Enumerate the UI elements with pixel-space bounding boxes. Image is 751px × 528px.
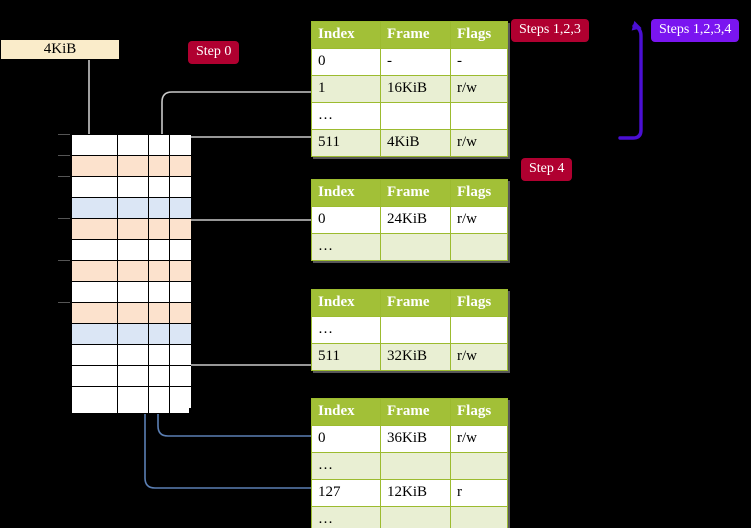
table-cell: r/w [450, 425, 508, 453]
table-row[interactable]: … [311, 506, 508, 528]
memory-grid-separator [117, 134, 118, 414]
table-cell [380, 506, 451, 528]
memory-frame-row [72, 198, 191, 219]
column-header: Flags [450, 289, 508, 317]
memory-grid-separator [148, 134, 149, 414]
table-cell: 1 [311, 75, 381, 103]
memory-frame-row [72, 219, 191, 240]
badge-step-0: Step 0 [188, 41, 240, 64]
table-cell: - [450, 48, 508, 76]
bracket-steps-1234 [618, 20, 643, 140]
memory-row-tick [58, 176, 70, 177]
column-header: Flags [450, 21, 508, 49]
wire-table1-to-memory [176, 219, 311, 257]
table-cell: 32KiB [380, 343, 451, 371]
column-header: Frame [380, 289, 451, 317]
memory-frame-row [72, 345, 191, 366]
memory-row-tick [58, 302, 70, 303]
memory-frame-row [72, 303, 191, 324]
table-cell [380, 452, 451, 480]
table-cell: r [450, 479, 508, 507]
column-header: Flags [450, 398, 508, 426]
table-cell: 0 [311, 48, 381, 76]
memory-frame-row [72, 177, 191, 198]
table-cell [450, 102, 508, 130]
column-header: Frame [380, 179, 451, 207]
badge-steps-123: Steps 1,2,3 [511, 19, 589, 42]
table-cell: 127 [311, 479, 381, 507]
table-cell: 0 [311, 425, 381, 453]
column-header: Index [311, 179, 381, 207]
table-cell [450, 316, 508, 344]
memory-frame-row [72, 282, 191, 303]
memory-frame-row [72, 324, 191, 345]
table-row[interactable]: … [311, 452, 508, 480]
table-cell: … [311, 316, 381, 344]
memory-size-label: 4KiB [0, 39, 120, 60]
table-row[interactable]: … [311, 233, 508, 261]
table-cell: 36KiB [380, 425, 451, 453]
table-cell: r/w [450, 129, 508, 157]
table-cell [380, 233, 451, 261]
table-cell: 4KiB [380, 129, 451, 157]
table-cell: … [311, 506, 381, 528]
table-cell [450, 452, 508, 480]
memory-row-tick [58, 134, 70, 135]
badge-step-4: Step 4 [521, 158, 573, 181]
memory-frame-row [72, 387, 191, 408]
table-cell: r/w [450, 343, 508, 371]
table-cell [450, 506, 508, 528]
table-cell: … [311, 233, 381, 261]
memory-row-tick [58, 260, 70, 261]
table-cell: 12KiB [380, 479, 451, 507]
memory-grid-separator [169, 134, 170, 414]
table-cell [380, 102, 451, 130]
column-header: Index [311, 398, 381, 426]
table-cell: 24KiB [380, 206, 451, 234]
column-header: Flags [450, 179, 508, 207]
physical-memory-grid [71, 134, 191, 414]
memory-frame-row [72, 366, 191, 387]
table-cell: 0 [311, 206, 381, 234]
table-row[interactable]: 0-- [311, 48, 508, 76]
column-header: Frame [380, 398, 451, 426]
memory-row-tick [58, 155, 70, 156]
table-row[interactable]: … [311, 316, 508, 344]
memory-row-tick [58, 218, 70, 219]
table-cell: … [311, 102, 381, 130]
memory-frame-row [72, 240, 191, 261]
table-cell: … [311, 452, 381, 480]
memory-frame-row [72, 156, 191, 177]
table-row[interactable]: … [311, 102, 508, 130]
column-header: Frame [380, 21, 451, 49]
table-cell [380, 316, 451, 344]
memory-frame-row [72, 261, 191, 282]
table-cell: 16KiB [380, 75, 451, 103]
memory-frame-row [72, 135, 191, 156]
table-cell: 511 [311, 129, 381, 157]
column-header: Index [311, 21, 381, 49]
table-cell: r/w [450, 75, 508, 103]
column-header: Index [311, 289, 381, 317]
table-cell: r/w [450, 206, 508, 234]
table-cell: - [380, 48, 451, 76]
table-cell: 511 [311, 343, 381, 371]
table-cell [450, 233, 508, 261]
badge-steps-1234: Steps 1,2,3,4 [651, 19, 740, 42]
